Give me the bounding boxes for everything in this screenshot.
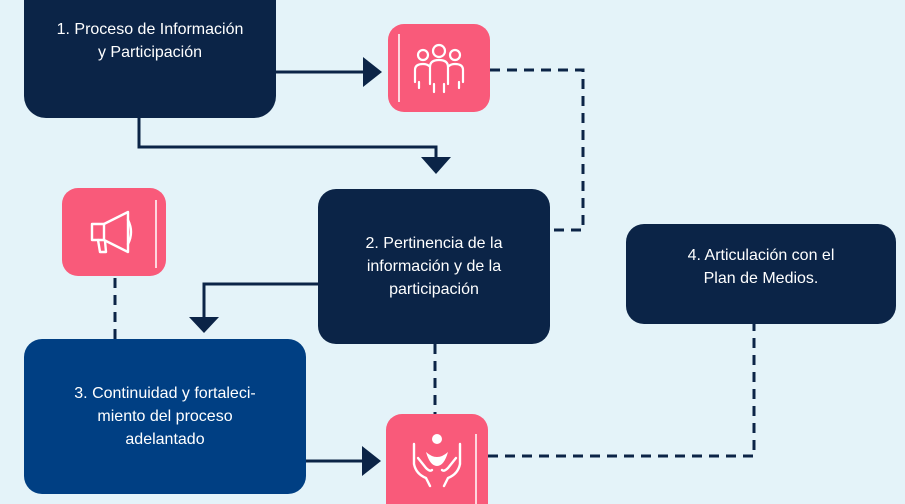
megaphone-tile [62,188,166,276]
hands-care-tile [386,414,488,504]
dashed-people-to-box2 [490,68,585,232]
people-group-tile [388,24,490,112]
people-group-icon [398,34,465,102]
arrowhead-box1-to-people [363,57,382,87]
step-1-label: 1. Proceso de Información y Participació… [56,21,244,61]
megaphone-icon [90,200,157,268]
step-1-box: 1. Proceso de Información y Participació… [24,0,276,118]
step-2-label: 2. Pertinencia de la información y de la… [365,235,503,298]
step-2-box: 2. Pertinencia de la información y de la… [318,189,550,344]
arrowhead-box3-to-care [362,446,381,476]
dashed-care-to-box4 [488,324,756,458]
step-4-box: 4. Articulación con el Plan de Medios. [626,224,896,324]
arrow-box2-to-box3 [202,282,318,318]
step-4-label: 4. Articulación con el Plan de Medios. [687,247,835,287]
step-3-box: 3. Continuidad y fortaleci- miento del p… [24,339,306,494]
arrow-box1-to-box2 [137,118,438,158]
step-3-label: 3. Continuidad y fortaleci- miento del p… [74,385,256,448]
arrowhead-box2-to-box3 [189,317,219,333]
hands-care-icon [412,434,477,504]
arrowhead-box1-to-box2 [421,157,451,174]
